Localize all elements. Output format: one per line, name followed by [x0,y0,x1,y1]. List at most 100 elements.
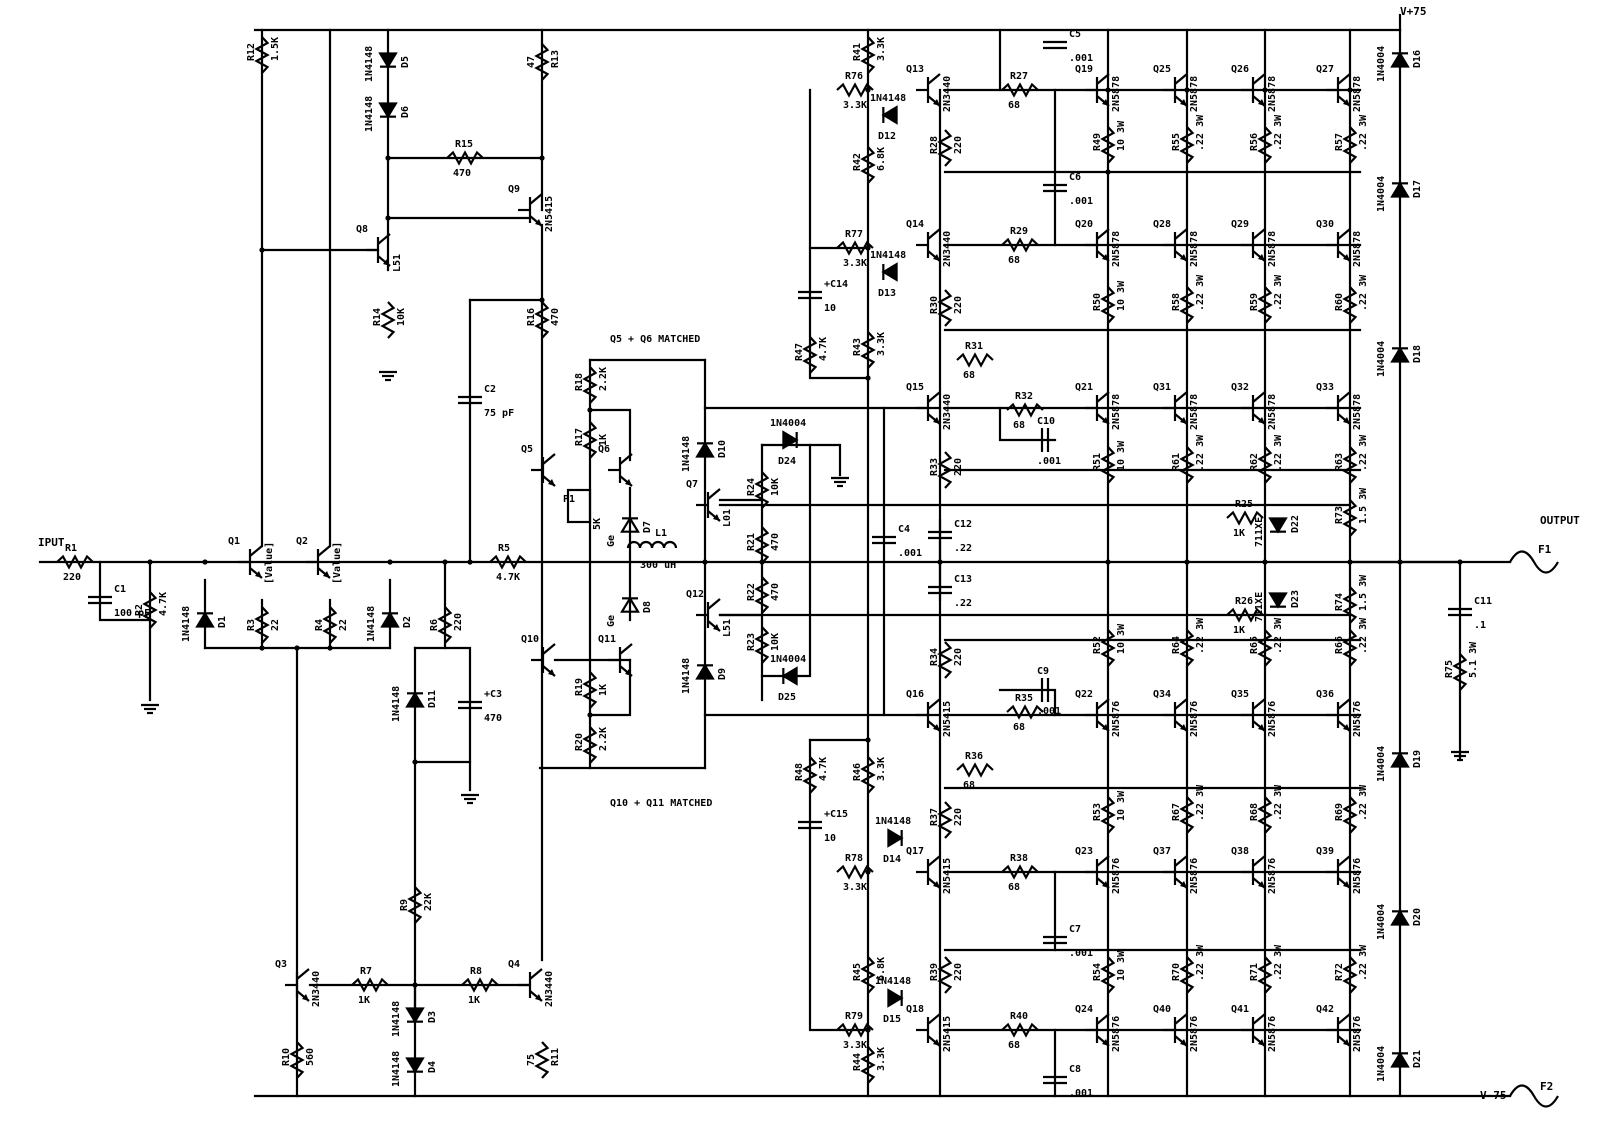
resistor-symbol [534,301,550,339]
resistor-symbol [1001,82,1039,98]
resistor-value: .22 3W [1273,434,1284,471]
junction-dot [702,559,708,565]
transistor-arrow [1343,881,1350,888]
transistor-value: 2N5878 [1267,231,1278,267]
diode-ref: D19 [1412,750,1423,768]
diode-symbol [380,611,400,628]
resistor-ref: R4 [314,619,325,631]
resistor-value: 4.7K [818,337,829,361]
resistor-symbol [1001,864,1039,880]
transistor-arrow [625,479,632,486]
resistor-ref: R15 [455,139,473,150]
resistor-symbol [836,240,874,256]
resistor-symbol [937,451,953,489]
resistor-value: .22 3W [1273,784,1284,821]
junction-dot [259,247,265,253]
resistor-r55: R55.22 3W [1171,114,1206,164]
resistor-value: 2.2K [598,367,609,391]
transistor-value: 2N5876 [1111,701,1122,737]
resistor-symbol [1179,126,1195,164]
ground-symbol [379,370,397,382]
resistor-ref: R65 [1249,636,1260,654]
resistor-ref: R50 [1092,293,1103,311]
resistor-ref: R19 [574,678,585,696]
resistor-symbol [1257,796,1273,834]
resistor-value: .22 3W [1195,784,1206,821]
resistor-value: 1.5 3W [1358,487,1369,524]
diode-symbol [620,596,640,613]
wire [588,658,632,717]
resistor-ref: R28 [929,136,940,154]
capacitor-ref: +C3 [484,689,502,700]
transistor-ref: Q13 [906,64,924,75]
transistor-value: 2N5878 [1267,76,1278,112]
resistor-symbol [1179,446,1195,484]
capacitor-value: .001 [1069,948,1093,959]
transistor-collector [1174,73,1188,85]
transistor-arrow [1180,724,1187,731]
resistor-ref: R56 [1249,133,1260,151]
diode-symbol [378,102,398,119]
resistor-r56: R56.22 3W [1249,114,1284,164]
transistor-collector [1096,855,1110,867]
diode-value: 1N4148 [364,96,375,132]
capacitor-value: .22 [954,543,972,554]
capacitor-c6: C6.001 [1043,172,1093,207]
diode-value: 1N4004 [1376,341,1387,377]
resistor-ref: R72 [1334,963,1345,981]
resistor-ref: R62 [1249,453,1260,471]
transistor-value: 2N5878 [1189,76,1200,112]
transistor-value: L51 [392,254,403,272]
diode-ref: D25 [778,692,796,703]
resistor-ref: R47 [794,343,805,361]
pot-wiper-loop [566,488,592,524]
junction-dot [202,559,208,565]
resistor-symbol [1100,446,1116,484]
transistor-ref: Q7 [686,479,698,490]
capacitor-value: .001 [1037,706,1061,717]
transistor-arrow [548,669,555,676]
transistor-ref: Q22 [1075,689,1093,700]
resistor-symbol [582,726,598,764]
transistor-ref: Q5 [521,444,533,455]
transistor-collector [1096,228,1110,240]
diode-value: 1N4148 [366,606,377,642]
transistor-collector [1252,698,1266,710]
transistor-collector [1337,855,1351,867]
junction-dot [467,559,473,565]
transistor-collector [619,453,633,465]
transistor-arrow [548,479,555,486]
capacitor-value: .001 [1069,196,1093,207]
transistor-arrow [383,259,390,266]
diode-ref: D4 [427,1061,438,1073]
capacitor-ref: C7 [1069,924,1081,935]
capacitor-value: .001 [898,548,922,559]
resistor-r57: R57.22 3W [1334,114,1369,164]
inductor-coil [626,540,678,549]
transistor-q5: Q5 [521,444,556,487]
resistor-ref: R18 [574,373,585,391]
transistor-collector [1174,391,1188,403]
capacitor-value: .001 [1069,1088,1093,1099]
junction-dot [147,559,153,565]
diode-symbol [1390,909,1410,926]
resistor-value: 1K [598,434,609,446]
diode-value: 1N4004 [1376,746,1387,782]
resistor-ref: R73 [1334,506,1345,524]
